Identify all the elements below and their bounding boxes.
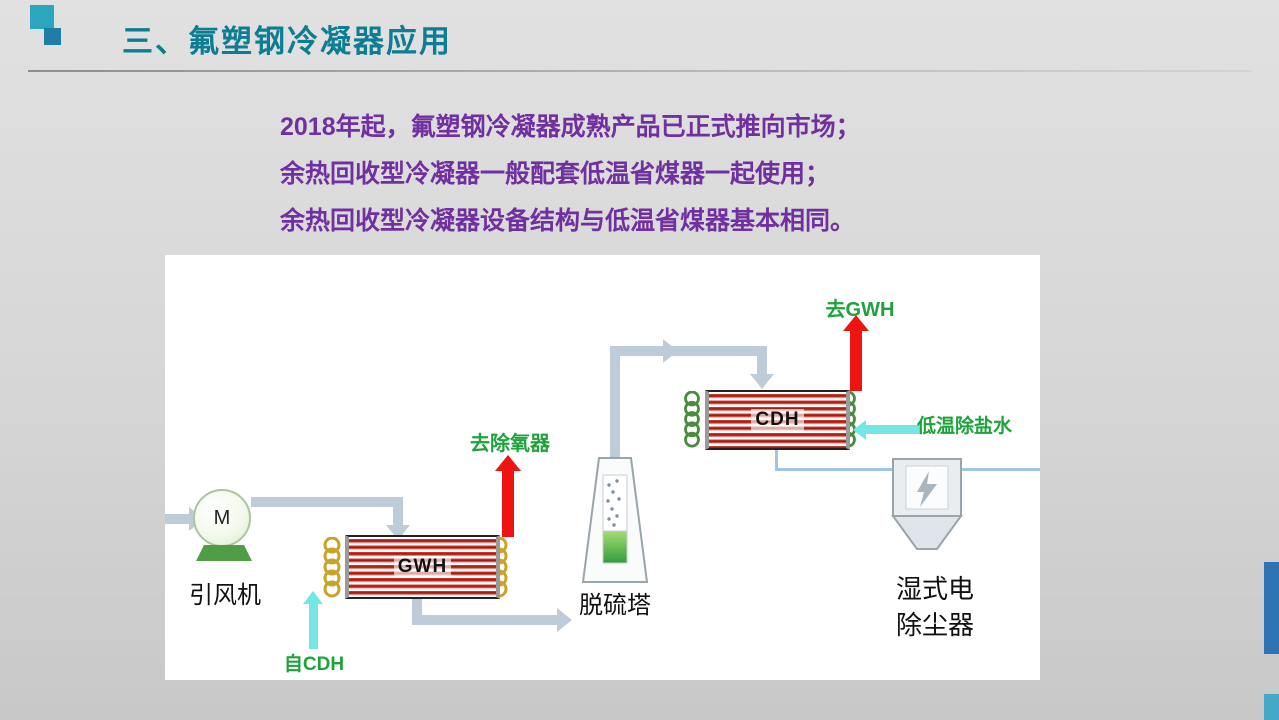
- pipe-segment: [610, 351, 620, 457]
- page-title: 三、氟塑钢冷凝器应用: [122, 24, 452, 59]
- wet-esp-vessel: [891, 458, 963, 550]
- arrowhead-down-icon: [750, 374, 774, 389]
- edge-bar-light: [1264, 694, 1279, 720]
- bullet-line-1: 2018年起，氟塑钢冷凝器成熟产品已正式推向市场；: [280, 113, 861, 141]
- bullet-line-3: 余热回收型冷凝器设备结构与低温省煤器基本相同。: [280, 207, 856, 235]
- water-line: [775, 450, 778, 471]
- lightning-icon: [917, 471, 937, 507]
- arrowhead-right-icon: [663, 339, 678, 363]
- fan-caption: 引风机: [189, 582, 261, 609]
- water-line: [962, 468, 1040, 471]
- pipe-segment: [412, 599, 422, 623]
- from-cdh-label: 自CDH: [283, 654, 345, 675]
- cold-water-arrow: [865, 425, 921, 434]
- fan-motor-symbol: M: [213, 506, 231, 529]
- pipe-segment: [412, 615, 560, 625]
- bullet-line-2: 余热回收型冷凝器一般配套低温省煤器一起使用；: [280, 160, 831, 188]
- decor-square-large: [30, 5, 54, 29]
- gwh-heat-exchanger: GWH: [345, 535, 500, 599]
- cdh-label: CDH: [751, 409, 804, 431]
- title-divider: [28, 70, 1252, 72]
- cdh-heat-exchanger: CDH: [705, 390, 850, 450]
- to-deaerator-arrow: [502, 471, 514, 537]
- to-deaerator-label: 去除氧器: [470, 433, 550, 455]
- to-gwh-arrow: [850, 331, 862, 391]
- gwh-coil-left-icon: [323, 537, 341, 598]
- tower-caption: 脱硫塔: [579, 592, 651, 619]
- flue-gas-inlet-pipe: [165, 514, 191, 524]
- desulfurization-tower: [581, 457, 649, 583]
- pipe-segment: [251, 497, 403, 507]
- pipe-segment: [393, 497, 403, 527]
- to-gwh-label: 去GWH: [825, 299, 895, 321]
- cold-water-label: 低温除盐水: [917, 416, 1013, 437]
- cdh-coil-left-icon: [684, 391, 700, 448]
- wesp-caption-line2: 除尘器: [895, 610, 974, 640]
- wesp-caption-line1: 湿式电: [895, 574, 974, 604]
- arrowhead-right-icon: [557, 608, 572, 632]
- arrowhead-left-icon: [853, 420, 866, 440]
- bullet-list: 2018年起，氟塑钢冷凝器成熟产品已正式推向市场； 余热回收型冷凝器一般配套低温…: [280, 104, 1040, 245]
- edge-bar-dark: [1264, 562, 1279, 654]
- arrowhead-up-icon: [495, 455, 521, 471]
- decor-square-small: [44, 28, 61, 45]
- arrowhead-up-icon: [303, 591, 323, 604]
- from-cdh-arrow: [309, 604, 318, 649]
- pipe-segment: [757, 346, 767, 376]
- pipe-segment: [610, 346, 762, 356]
- fan-motor: M: [193, 489, 251, 547]
- gwh-label: GWH: [393, 556, 452, 578]
- water-line: [775, 468, 895, 471]
- fan-base: [196, 545, 252, 561]
- process-flow-diagram: M 引风机 GWH 去除氧器 自CDH: [165, 255, 1040, 680]
- wesp-caption: 湿式电 除尘器: [879, 571, 991, 643]
- arrowhead-up-icon: [843, 315, 869, 331]
